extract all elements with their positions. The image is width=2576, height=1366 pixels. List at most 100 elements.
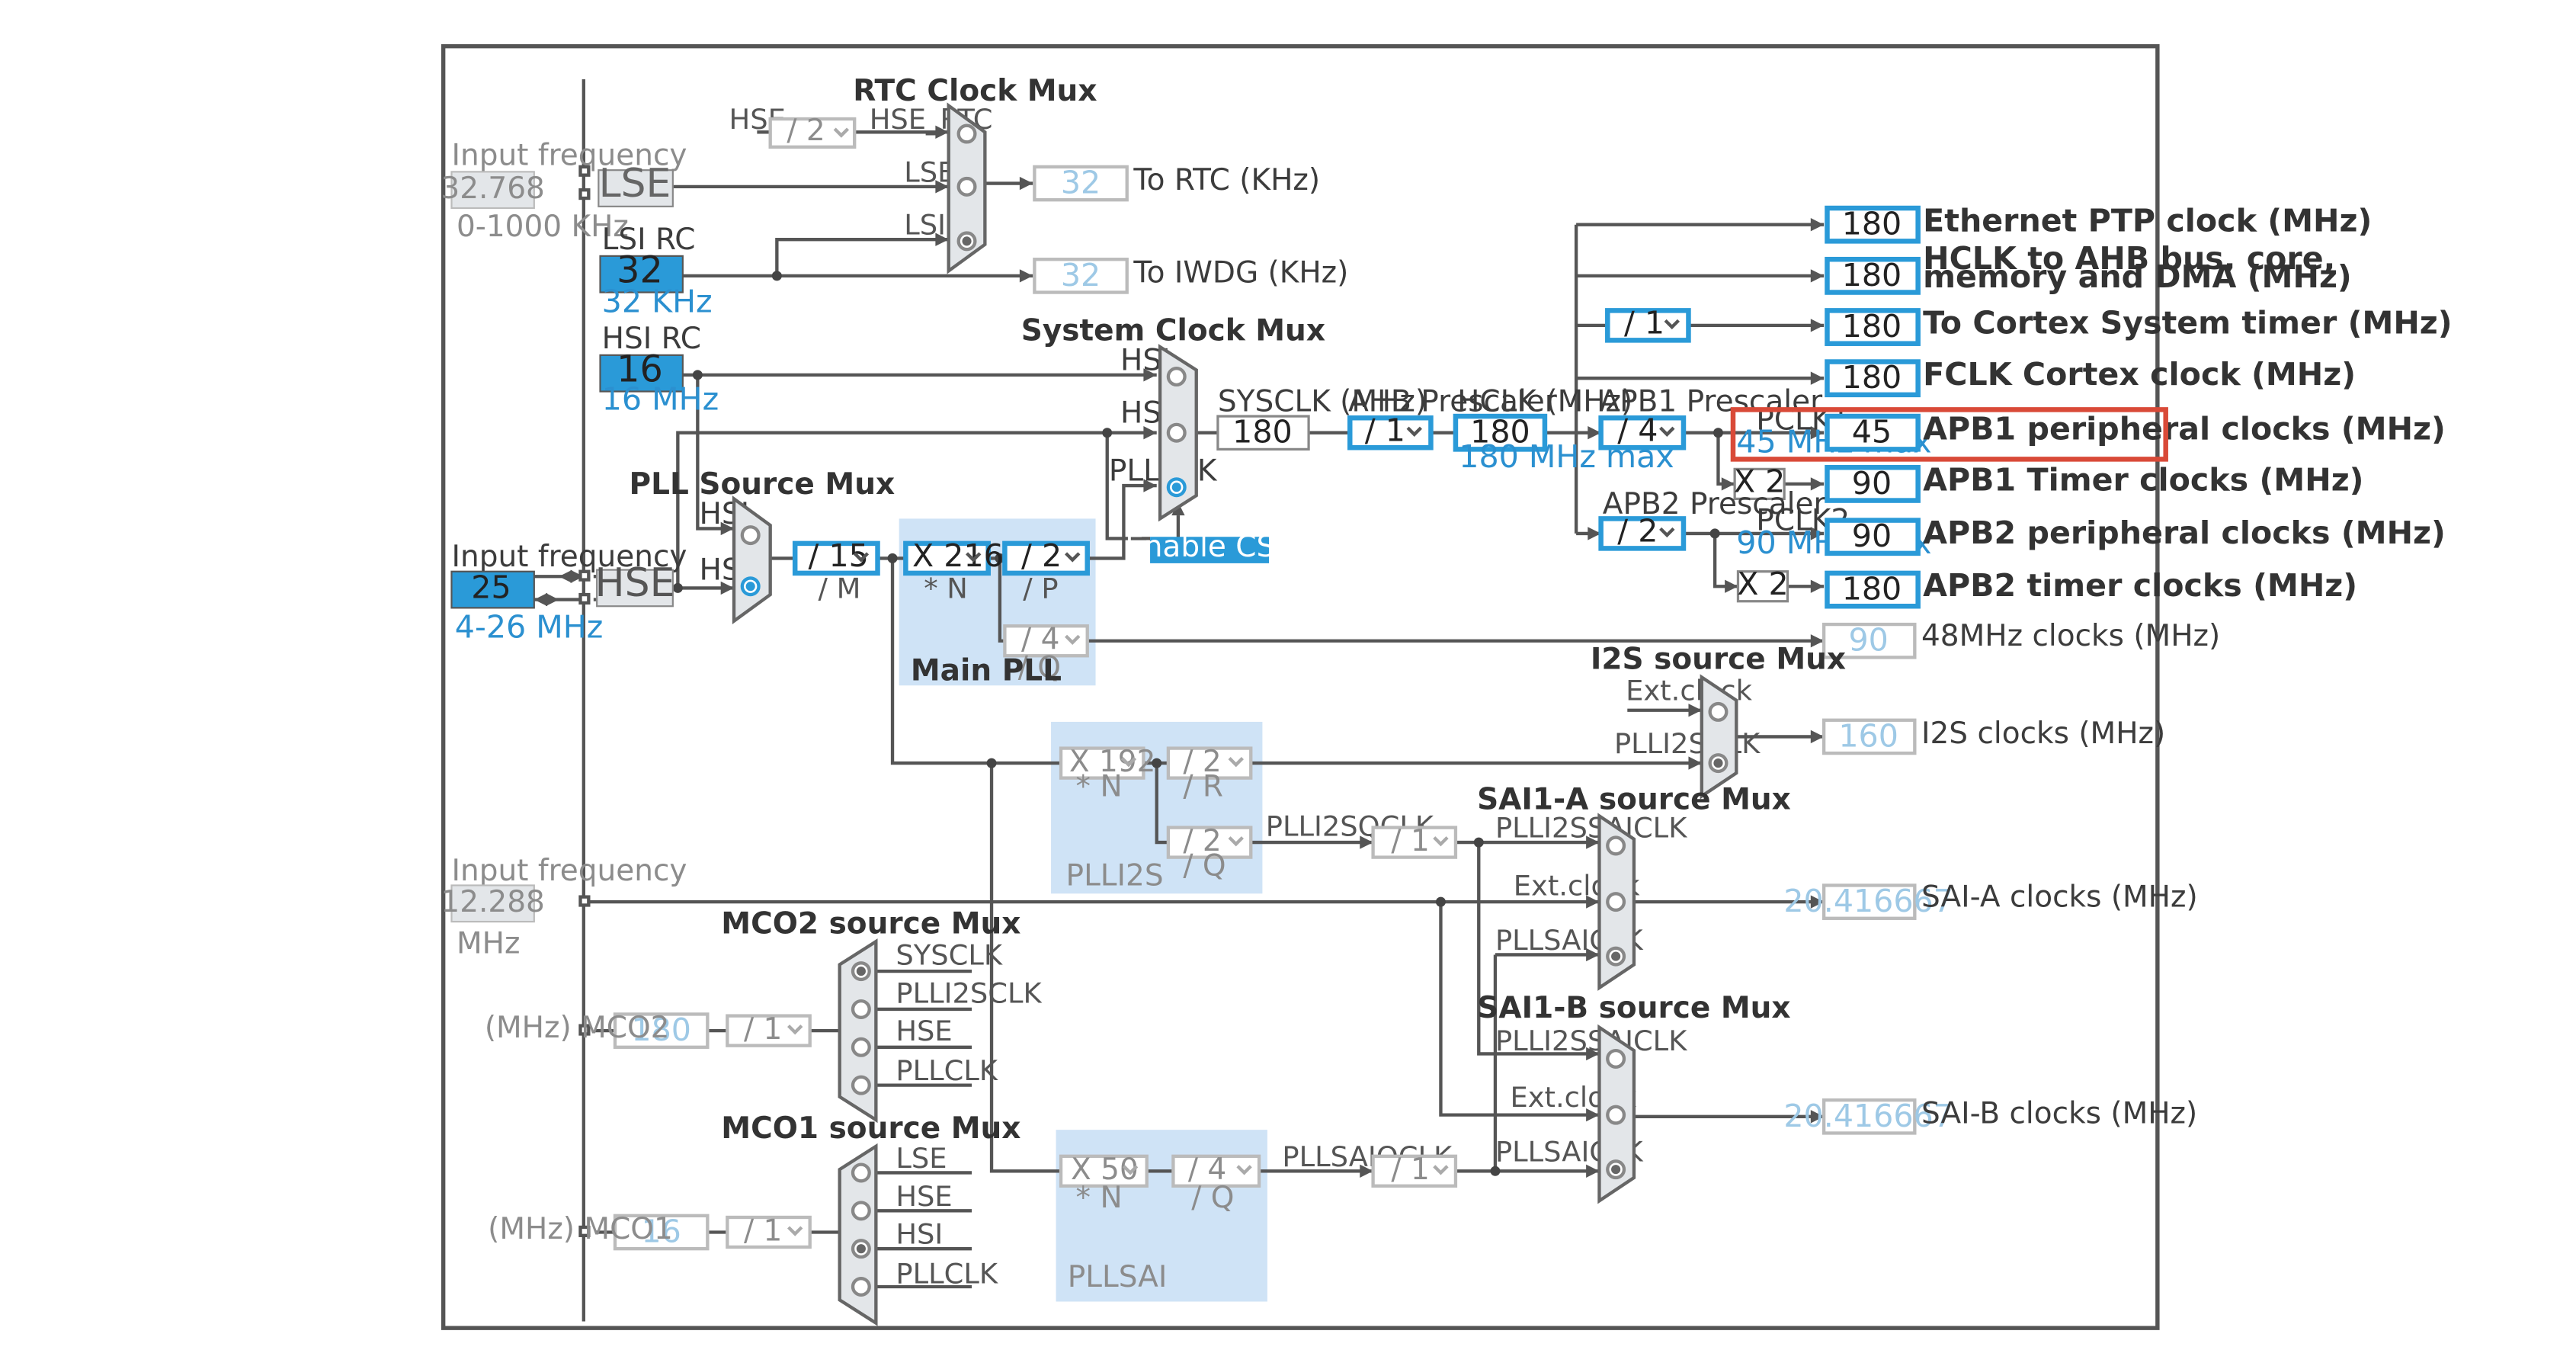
saib-mux-title: SAI1-B source Mux <box>1477 991 1790 1025</box>
mco1-input-0: LSE <box>896 1142 947 1175</box>
mco1-mux-title: MCO1 source Mux <box>721 1111 1020 1146</box>
i2smux-radio-dot <box>1713 758 1723 768</box>
i2s-input-unit: MHz <box>457 926 520 960</box>
output-box[interactable] <box>1825 205 1921 244</box>
cortex-timer-divider[interactable] <box>1605 308 1691 343</box>
output-value: 180 <box>1842 571 1902 608</box>
mco2-input-0: SYSCLK <box>896 938 1002 971</box>
output-label: To Cortex System timer (MHz) <box>1923 305 2452 342</box>
output-box[interactable] <box>1825 256 1921 295</box>
plli2s-q-divider[interactable] <box>1166 826 1253 859</box>
chevron-down-icon <box>787 1024 803 1035</box>
pll-source-mux-title: PLL Source Mux <box>630 467 896 502</box>
pllsrc-radio-hsi[interactable] <box>740 525 761 546</box>
rtc-lsi-label: LSI <box>904 209 946 242</box>
pll-q-label: / Q <box>1018 650 1061 685</box>
mco1-radio-hse[interactable] <box>851 1201 871 1221</box>
mco2-mux-title: MCO2 source Mux <box>721 906 1020 941</box>
chevron-down-icon <box>1659 426 1675 437</box>
iwdg-output-label: To IWDG (KHz) <box>1133 256 1348 290</box>
saib-radio-ext[interactable] <box>1606 1105 1626 1125</box>
mco2-input-3: PLLCLK <box>896 1054 998 1087</box>
output-box[interactable] <box>1825 413 1921 452</box>
lse-input-heading: Input frequency <box>451 139 687 173</box>
sysclk-value: 180 <box>1232 414 1293 451</box>
plli2s-n-label: * N <box>1076 769 1123 803</box>
output-apb1-timer: 90 APB1 Timer clocks (MHz) <box>1825 462 2363 503</box>
output-box[interactable] <box>1825 570 1921 609</box>
plli2s-n-value: X 192 <box>1069 745 1156 779</box>
pll-m-value: / 15 <box>809 537 869 574</box>
lsi-heading: LSI RC <box>602 223 696 257</box>
output-label: 48MHz clocks (MHz) <box>1921 619 2220 653</box>
mco1-input-2: HSI <box>896 1218 943 1251</box>
pll-n-label: * N <box>924 572 968 604</box>
sysmux-radio-hse[interactable] <box>1166 422 1187 443</box>
mco2-radio-pllclk[interactable] <box>851 1075 871 1095</box>
saia-radio-ext[interactable] <box>1606 892 1626 912</box>
lse-input-range: 0-1000 KHz <box>457 210 629 244</box>
output-cortex-timer: 180 To Cortex System timer (MHz) <box>1825 305 2453 346</box>
clock-wires <box>533 79 1825 1322</box>
sysmux-radio-hsi[interactable] <box>1166 367 1187 387</box>
hclk-box[interactable] <box>1453 413 1548 452</box>
output-fclk-cortex: 180 FCLK Cortex clock (MHz) <box>1825 356 2356 398</box>
mco2-divider-value: / 1 <box>744 1012 782 1047</box>
mco2-output-box <box>613 1012 710 1049</box>
saib-radio-plli2s[interactable] <box>1606 1048 1626 1069</box>
output-box[interactable] <box>1825 464 1921 503</box>
output-hclk-ahb: 180 HCLK to AHB bus, core, memory and DM… <box>1825 240 2352 295</box>
i2smux-radio-ext[interactable] <box>1708 701 1729 722</box>
pll-m-divider[interactable] <box>792 540 880 576</box>
hse-input-field[interactable] <box>450 570 535 609</box>
enable-css-button[interactable] <box>1150 537 1270 563</box>
output-apb1-peripheral: 45 APB1 peripheral clocks (MHz) <box>1825 410 2446 452</box>
rtc-output-box <box>1033 165 1129 202</box>
pllsai-title: PLLSAI <box>1068 1260 1168 1294</box>
hse-block[interactable] <box>596 569 674 608</box>
saib-radio-dot <box>1611 1165 1621 1175</box>
hsi-block[interactable] <box>599 354 684 393</box>
chevron-down-icon <box>853 552 870 563</box>
saia-plli2ssaiclk-label: PLLI2SSAICLK <box>1495 812 1687 845</box>
output-value: 20.416667 <box>1783 883 1953 919</box>
apb2-timer-multiplier-value: X 2 <box>1737 566 1788 602</box>
i2s-input-field[interactable] <box>450 884 535 923</box>
mco2-input-1: PLLI2SCLK <box>896 976 1042 1009</box>
cortex-timer-divider-value: / 1 <box>1624 305 1664 342</box>
chevron-down-icon <box>833 127 850 138</box>
saia-radio-plli2s[interactable] <box>1606 835 1626 856</box>
rtc-output-value: 32 <box>1061 165 1101 201</box>
mco1-radio-pllclk[interactable] <box>851 1276 871 1297</box>
ahb-prescaler-label: AHB Prescaler <box>1348 385 1558 419</box>
output-value: 160 <box>1838 717 1898 754</box>
output-label: SAI-B clocks (MHz) <box>1921 1096 2197 1130</box>
rtc-mux-radio-hse[interactable] <box>956 123 977 144</box>
lsi-block[interactable] <box>599 255 684 293</box>
chevron-down-icon <box>1664 319 1680 330</box>
mco2-radio-hse[interactable] <box>851 1037 871 1057</box>
output-label: SAI-A clocks (MHz) <box>1921 880 2198 915</box>
mco2-radio-plli2s[interactable] <box>851 999 871 1019</box>
rtc-mux-radio-lse[interactable] <box>956 176 977 197</box>
output-label: APB1 Timer clocks (MHz) <box>1923 462 2363 499</box>
output-label: I2S clocks (MHz) <box>1921 717 2165 751</box>
mco2-output-label: (MHz) MCO2 <box>485 1011 670 1045</box>
apb1-timer-multiplier-value: X 2 <box>1734 463 1785 500</box>
output-box[interactable] <box>1825 359 1921 398</box>
lse-block[interactable] <box>598 169 674 207</box>
lse-input-field[interactable] <box>450 171 535 210</box>
hclk-label: HCLK (MHz) <box>1457 385 1632 419</box>
hse-block-label: HSE <box>595 560 675 606</box>
output-label: HCLK to AHB bus, core, <box>1923 240 2335 277</box>
output-box <box>1821 622 1917 659</box>
apb2-timer-multiplier <box>1736 570 1789 603</box>
output-box[interactable] <box>1825 518 1921 556</box>
mco1-radio-lse[interactable] <box>851 1162 871 1183</box>
chevron-down-icon <box>787 1226 803 1236</box>
hse-input-value: 25 <box>471 569 511 605</box>
output-box[interactable] <box>1825 308 1921 346</box>
chevron-down-icon <box>1065 552 1081 563</box>
hclk-value: 180 <box>1470 414 1530 451</box>
